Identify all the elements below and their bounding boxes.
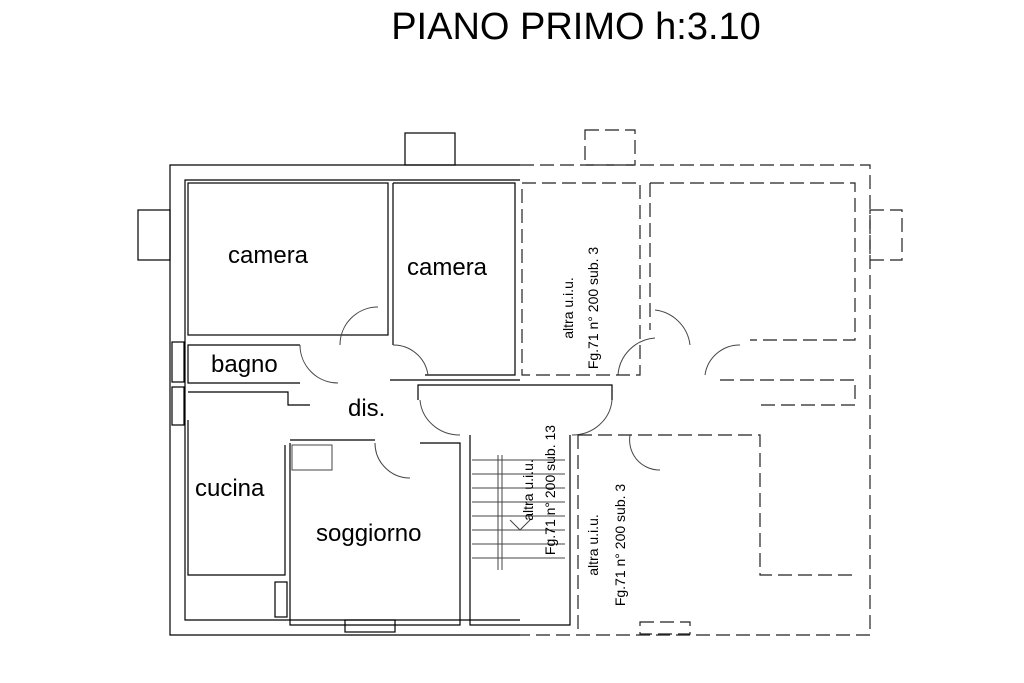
svg-text:Fg.71 n° 200 sub. 3: Fg.71 n° 200 sub. 3 xyxy=(612,484,628,607)
room-label-camera: camera xyxy=(228,242,309,269)
other-unit-label: altra u.i.u. Fg.71 n° 200 sub. 13 xyxy=(520,425,558,555)
other-units-outline xyxy=(520,129,903,636)
svg-text:altra u.i.u.: altra u.i.u. xyxy=(560,277,576,338)
room-label-camera: camera xyxy=(407,254,488,281)
plan-title: PIANO PRIMO h:3.10 xyxy=(391,6,761,48)
room-label-cucina: cucina xyxy=(195,475,265,502)
room-label-soggiorno: soggiorno xyxy=(316,520,421,547)
svg-text:Fg.71 n° 200 sub. 13: Fg.71 n° 200 sub. 13 xyxy=(542,425,558,555)
exterior-walls xyxy=(137,132,520,636)
svg-text:Fg.71 n° 200 sub. 3: Fg.71 n° 200 sub. 3 xyxy=(585,247,601,370)
other-unit-label: altra u.i.u. Fg.71 n° 200 sub. 3 xyxy=(560,247,601,370)
svg-text:altra u.i.u.: altra u.i.u. xyxy=(585,514,601,575)
room-label-dis: dis. xyxy=(348,395,385,422)
interior-walls xyxy=(187,182,613,626)
other-unit-label: altra u.i.u. Fg.71 n° 200 sub. 3 xyxy=(585,484,628,607)
doors xyxy=(299,306,741,479)
room-label-bagno: bagno xyxy=(211,351,278,378)
svg-text:altra u.i.u.: altra u.i.u. xyxy=(520,459,536,520)
staircase xyxy=(472,455,565,570)
